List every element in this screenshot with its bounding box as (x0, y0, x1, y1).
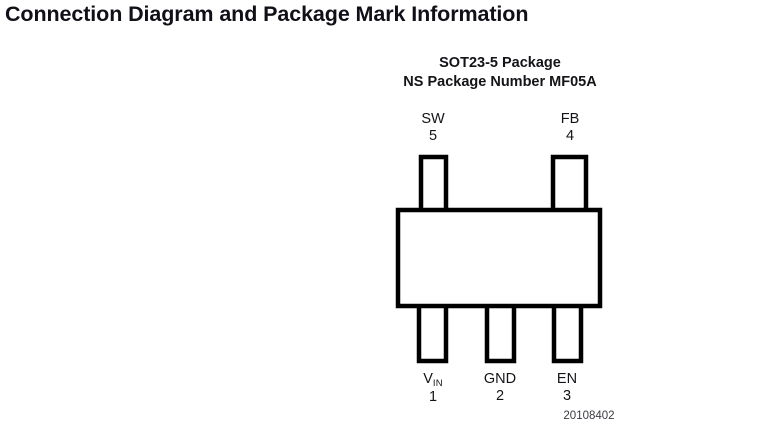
pin-lead-1 (416, 305, 449, 364)
pin-label-4: FB 4 (540, 112, 600, 144)
pin-name-4: FB (560, 111, 580, 127)
package-caption: SOT23-5 Package NS Package Number MF05A (0, 54, 782, 92)
pin-name-2: GND (483, 371, 517, 387)
pin-label-1: VIN 1 (403, 372, 463, 405)
pin-label-3: EN 3 (537, 372, 597, 404)
pin-lead-2 (484, 305, 517, 364)
pin-lead-4 (550, 154, 589, 211)
pin-label-5: SW 5 (403, 112, 463, 144)
pin-number-2: 2 (495, 388, 505, 404)
pin-number-4: 4 (565, 128, 575, 144)
pin-lead-5 (418, 154, 449, 211)
pin-name-1: VIN (423, 371, 443, 390)
pin-name-5: SW (421, 111, 445, 127)
pin-name-1-subscript: IN (432, 378, 443, 389)
page-title: Connection Diagram and Package Mark Info… (5, 2, 529, 26)
pin-lead-3 (551, 305, 584, 364)
pin-number-3: 3 (562, 388, 572, 404)
drawing-number: 20108402 (563, 410, 615, 422)
pin-number-5: 5 (428, 128, 438, 144)
package-body (395, 207, 603, 309)
pin-number-1: 1 (428, 389, 438, 405)
package-caption-line-2: NS Package Number MF05A (403, 74, 597, 90)
pin-label-2: GND 2 (470, 372, 530, 404)
pin-name-3: EN (556, 371, 578, 387)
package-caption-line-1: SOT23-5 Package (439, 55, 561, 71)
